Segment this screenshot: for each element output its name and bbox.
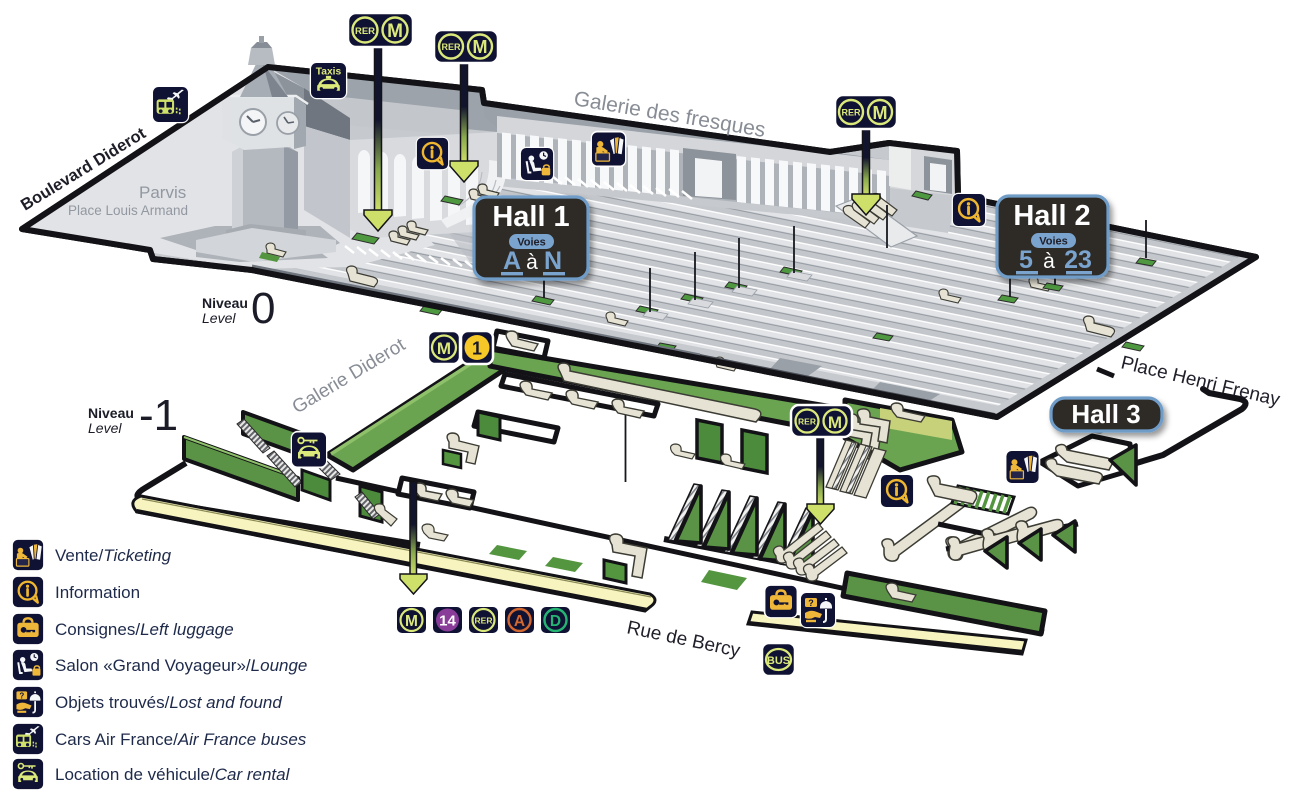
svg-text:Niveau: Niveau [88, 405, 134, 421]
svg-text:Parvis: Parvis [139, 183, 186, 202]
svg-text:Level: Level [88, 420, 122, 436]
svg-text:Information: Information [55, 583, 140, 602]
svg-text:à: à [1043, 250, 1055, 273]
svg-text:M: M [387, 21, 403, 42]
svg-text:14: 14 [439, 613, 456, 630]
svg-text:M: M [873, 103, 888, 123]
svg-text:RER: RER [475, 616, 493, 626]
svg-text:A: A [503, 247, 521, 275]
svg-text:Vente/Ticketing: Vente/Ticketing [55, 546, 172, 565]
svg-text:D: D [550, 613, 561, 630]
svg-text:Consignes/Left luggage: Consignes/Left luggage [55, 620, 234, 639]
svg-text:BUS: BUS [767, 655, 790, 667]
svg-text:Location de véhicule/Car renta: Location de véhicule/Car rental [55, 765, 291, 784]
svg-text:Rue de Bercy: Rue de Bercy [625, 617, 742, 662]
svg-text:M: M [828, 413, 842, 432]
svg-text:Voies: Voies [517, 237, 546, 249]
svg-text:M: M [405, 613, 418, 630]
svg-text:Place Louis Armand: Place Louis Armand [68, 203, 188, 218]
svg-text:Cars Air France/Air France bus: Cars Air France/Air France buses [55, 730, 307, 749]
svg-text:A: A [514, 613, 525, 630]
svg-text:RER: RER [841, 108, 861, 118]
svg-text:Level: Level [202, 310, 236, 326]
svg-text:Objets trouvés/Lost and found: Objets trouvés/Lost and found [55, 693, 282, 712]
svg-text:Salon «Grand Voyageur»/Lounge: Salon «Grand Voyageur»/Lounge [55, 656, 307, 675]
svg-text:M: M [437, 339, 451, 358]
svg-text:1: 1 [472, 339, 482, 359]
svg-text:23: 23 [1064, 246, 1092, 274]
svg-text:Hall 1: Hall 1 [492, 201, 569, 233]
svg-text:à: à [526, 251, 538, 274]
svg-text:0: 0 [251, 284, 275, 333]
svg-text:Galerie Diderot: Galerie Diderot [289, 334, 410, 418]
svg-text:-1: -1 [139, 391, 178, 440]
svg-text:Voies: Voies [1039, 236, 1068, 248]
svg-text:RER: RER [441, 42, 461, 52]
svg-text:M: M [473, 37, 488, 57]
svg-text:N: N [544, 247, 562, 275]
svg-text:5: 5 [1019, 246, 1033, 274]
svg-text:RER: RER [355, 26, 375, 37]
svg-text:Hall 3: Hall 3 [1071, 399, 1140, 429]
svg-text:Hall 2: Hall 2 [1013, 200, 1090, 232]
svg-text:RER: RER [798, 417, 816, 427]
svg-text:Niveau: Niveau [202, 295, 248, 311]
